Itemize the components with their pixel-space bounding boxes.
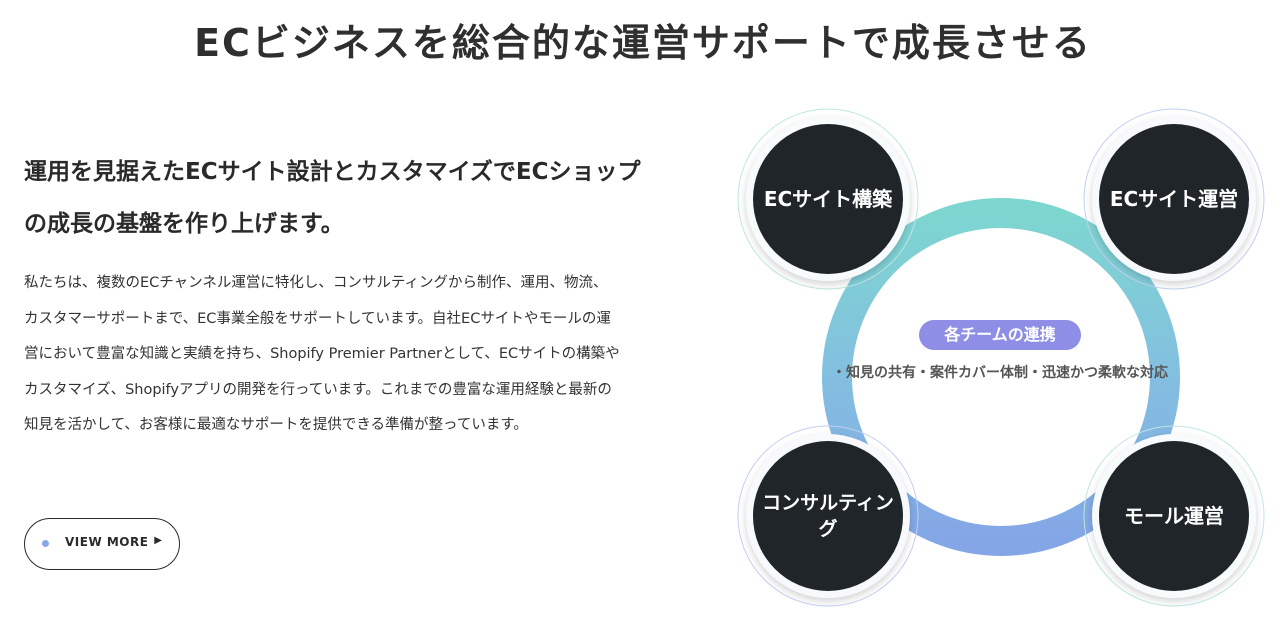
- connection-ring: [822, 198, 1180, 556]
- page-title: ECビジネスを総合的な運営サポートで成長させる: [194, 21, 1092, 65]
- view-more-label: VIEW MORE: [65, 535, 149, 549]
- cycle-graphic: [737, 108, 1265, 607]
- collaboration-points: ・知見の共有・案件カバー体制・迅速かつ柔軟な対応: [832, 365, 1168, 381]
- node-label-ec-site-build: ECサイト構築: [763, 187, 893, 211]
- view-more-button[interactable]: VIEW MORE ▶: [24, 518, 180, 570]
- node-label-ec-site-operation: ECサイト運営: [1109, 187, 1239, 211]
- team-cycle-diagram: ECサイト構築 ECサイト運営 コンサルティング モール運営 各チームの連携 ・…: [700, 90, 1286, 624]
- node-top-left: [737, 108, 919, 290]
- node-bottom-right: [1083, 425, 1265, 607]
- team-collaboration-badge: 各チームの連携: [919, 320, 1081, 350]
- node-label-consulting: コンサルティング: [762, 492, 894, 540]
- play-triangle-icon: ▶: [154, 535, 162, 546]
- node-top-right: [1083, 108, 1265, 290]
- intro-body: 私たちは、複数のECチャンネル運営に特化し、コンサルティングから制作、運用、物流…: [24, 275, 620, 433]
- node-bottom-left: [737, 425, 919, 607]
- dot-icon: [42, 540, 49, 547]
- node-label-mall-operation: モール運営: [1124, 504, 1224, 528]
- intro-lead: 運用を見据えたECサイト設計とカスタマイズでECショップの成長の基盤を作り上げま…: [24, 159, 641, 237]
